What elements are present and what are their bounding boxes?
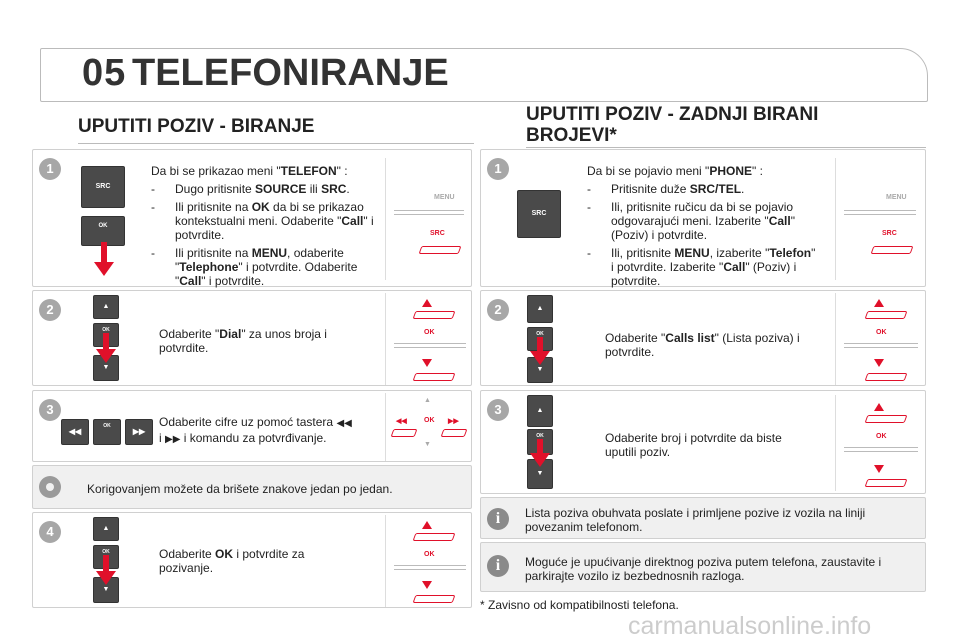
left-step1-box: 1 SRC OK Da bi se prikazao meni "TELEFON…: [32, 149, 472, 288]
left-step1-diagram: MENU SRC: [385, 158, 469, 280]
left-tip-text: Korigovanjem možete da brišete znakove j…: [87, 482, 393, 496]
right-step1-diagram: MENU SRC: [835, 158, 923, 280]
step-badge: 2: [487, 299, 509, 321]
step-badge: 2: [39, 299, 61, 321]
chapter-number: 05: [82, 52, 127, 94]
left-step2-text: Odaberite "Dial" za unos broja i potvrdi…: [159, 327, 327, 355]
src-highlight: [418, 246, 462, 254]
step-badge: 4: [39, 521, 61, 543]
right-info1-text: Lista poziva obuhvata poslate i primljen…: [525, 506, 866, 534]
press-arrow-icon: [94, 262, 114, 276]
left-step2-diagram: OK: [385, 293, 469, 385]
ok-label: OK: [424, 551, 435, 558]
left-section-title: UPUTITI POZIV - BIRANJE: [78, 116, 474, 144]
src-label: SRC: [882, 230, 897, 237]
press-arrow-stem: [103, 333, 109, 351]
ok-label: OK: [424, 329, 435, 336]
left-step2-box: 2 ▲ OK ▼ Odaberite "Dial" za unos broja …: [32, 290, 472, 386]
menu-label: MENU: [886, 194, 907, 201]
info-icon: i: [487, 508, 509, 530]
left-step3-box: 3 ◀◀ OK ▶▶ Odaberite cifre uz pomoć tast…: [32, 390, 472, 462]
left-step4-text: Odaberite OK i potvrdite za pozivanje.: [159, 547, 305, 575]
left-step4-box: 4 ▲ OK ▼ Odaberite OK i potvrdite za poz…: [32, 512, 472, 608]
press-arrow-icon: [96, 571, 116, 585]
right-step1-text: Da bi se pojavio meni "PHONE" : -Pritisn…: [587, 164, 816, 288]
ok-key: OK: [93, 419, 121, 445]
ok-label: OK: [424, 417, 435, 424]
right-step2-diagram: OK: [835, 293, 923, 385]
header-box: [40, 48, 928, 102]
forward-key: ▶▶: [125, 419, 153, 445]
settings-icon: [39, 476, 61, 498]
step-badge: 3: [39, 399, 61, 421]
chapter-title: TELEFONIRANJE: [132, 52, 449, 94]
watermark: carmanualsonline.info: [628, 612, 872, 640]
right-step3-diagram: OK: [835, 395, 923, 491]
right-info2-text: Moguće je upućivanje direktnog poziva pu…: [525, 555, 882, 583]
left-step4-diagram: OK: [385, 515, 469, 607]
up-key: ▲: [93, 517, 119, 541]
step-badge: 1: [487, 158, 509, 180]
right-info1-box: i Lista poziva obuhvata poslate i primlj…: [480, 497, 926, 539]
info-icon: i: [487, 555, 509, 577]
up-key: ▲: [527, 295, 553, 323]
menu-label: MENU: [434, 194, 455, 201]
footnote: * Zavisno od kompatibilnosti telefona.: [480, 598, 679, 612]
step-badge: 1: [39, 158, 61, 180]
press-arrow-stem: [537, 337, 543, 353]
left-step3-text: Odaberite cifre uz pomoć tastera ◀◀ i ▶▶…: [159, 415, 352, 445]
right-step3-box: 3 ▲ OK ▼ Odaberite broj i potvrdite da b…: [480, 390, 926, 494]
ok-label: OK: [876, 329, 887, 336]
press-arrow-icon: [530, 453, 550, 467]
right-section-title: UPUTITI POZIV - ZADNJI BIRANI BROJEVI*: [526, 104, 926, 148]
rewind-key: ◀◀: [61, 419, 89, 445]
src-highlight: [870, 246, 914, 254]
ok-key: OK: [81, 216, 125, 246]
ok-label: OK: [876, 433, 887, 440]
left-tip-box: Korigovanjem možete da brišete znakove j…: [32, 465, 472, 509]
src-label: SRC: [430, 230, 445, 237]
left-step3-diagram: ▲ ◀◀ OK ▶▶ ▼: [385, 393, 469, 461]
up-key: ▲: [93, 295, 119, 319]
right-step3-text: Odaberite broj i potvrdite da biste uput…: [605, 431, 782, 459]
press-arrow-stem: [101, 242, 107, 264]
press-arrow-stem: [103, 555, 109, 573]
right-info2-box: i Moguće je upućivanje direktnog poziva …: [480, 542, 926, 592]
up-key: ▲: [527, 395, 553, 427]
left-step1-text: Da bi se prikazao meni "TELEFON" : -Dugo…: [151, 164, 374, 288]
right-step1-box: 1 SRC Da bi se pojavio meni "PHONE" : -P…: [480, 149, 926, 288]
press-arrow-stem: [537, 439, 543, 455]
press-arrow-icon: [96, 349, 116, 363]
right-step2-box: 2 ▲ OK ▼ Odaberite "Calls list" (Lista p…: [480, 290, 926, 386]
src-key: SRC: [81, 166, 125, 208]
src-key: SRC: [517, 190, 561, 238]
step-badge: 3: [487, 399, 509, 421]
press-arrow-icon: [530, 351, 550, 365]
right-step2-text: Odaberite "Calls list" (Lista poziva) i …: [605, 331, 800, 359]
